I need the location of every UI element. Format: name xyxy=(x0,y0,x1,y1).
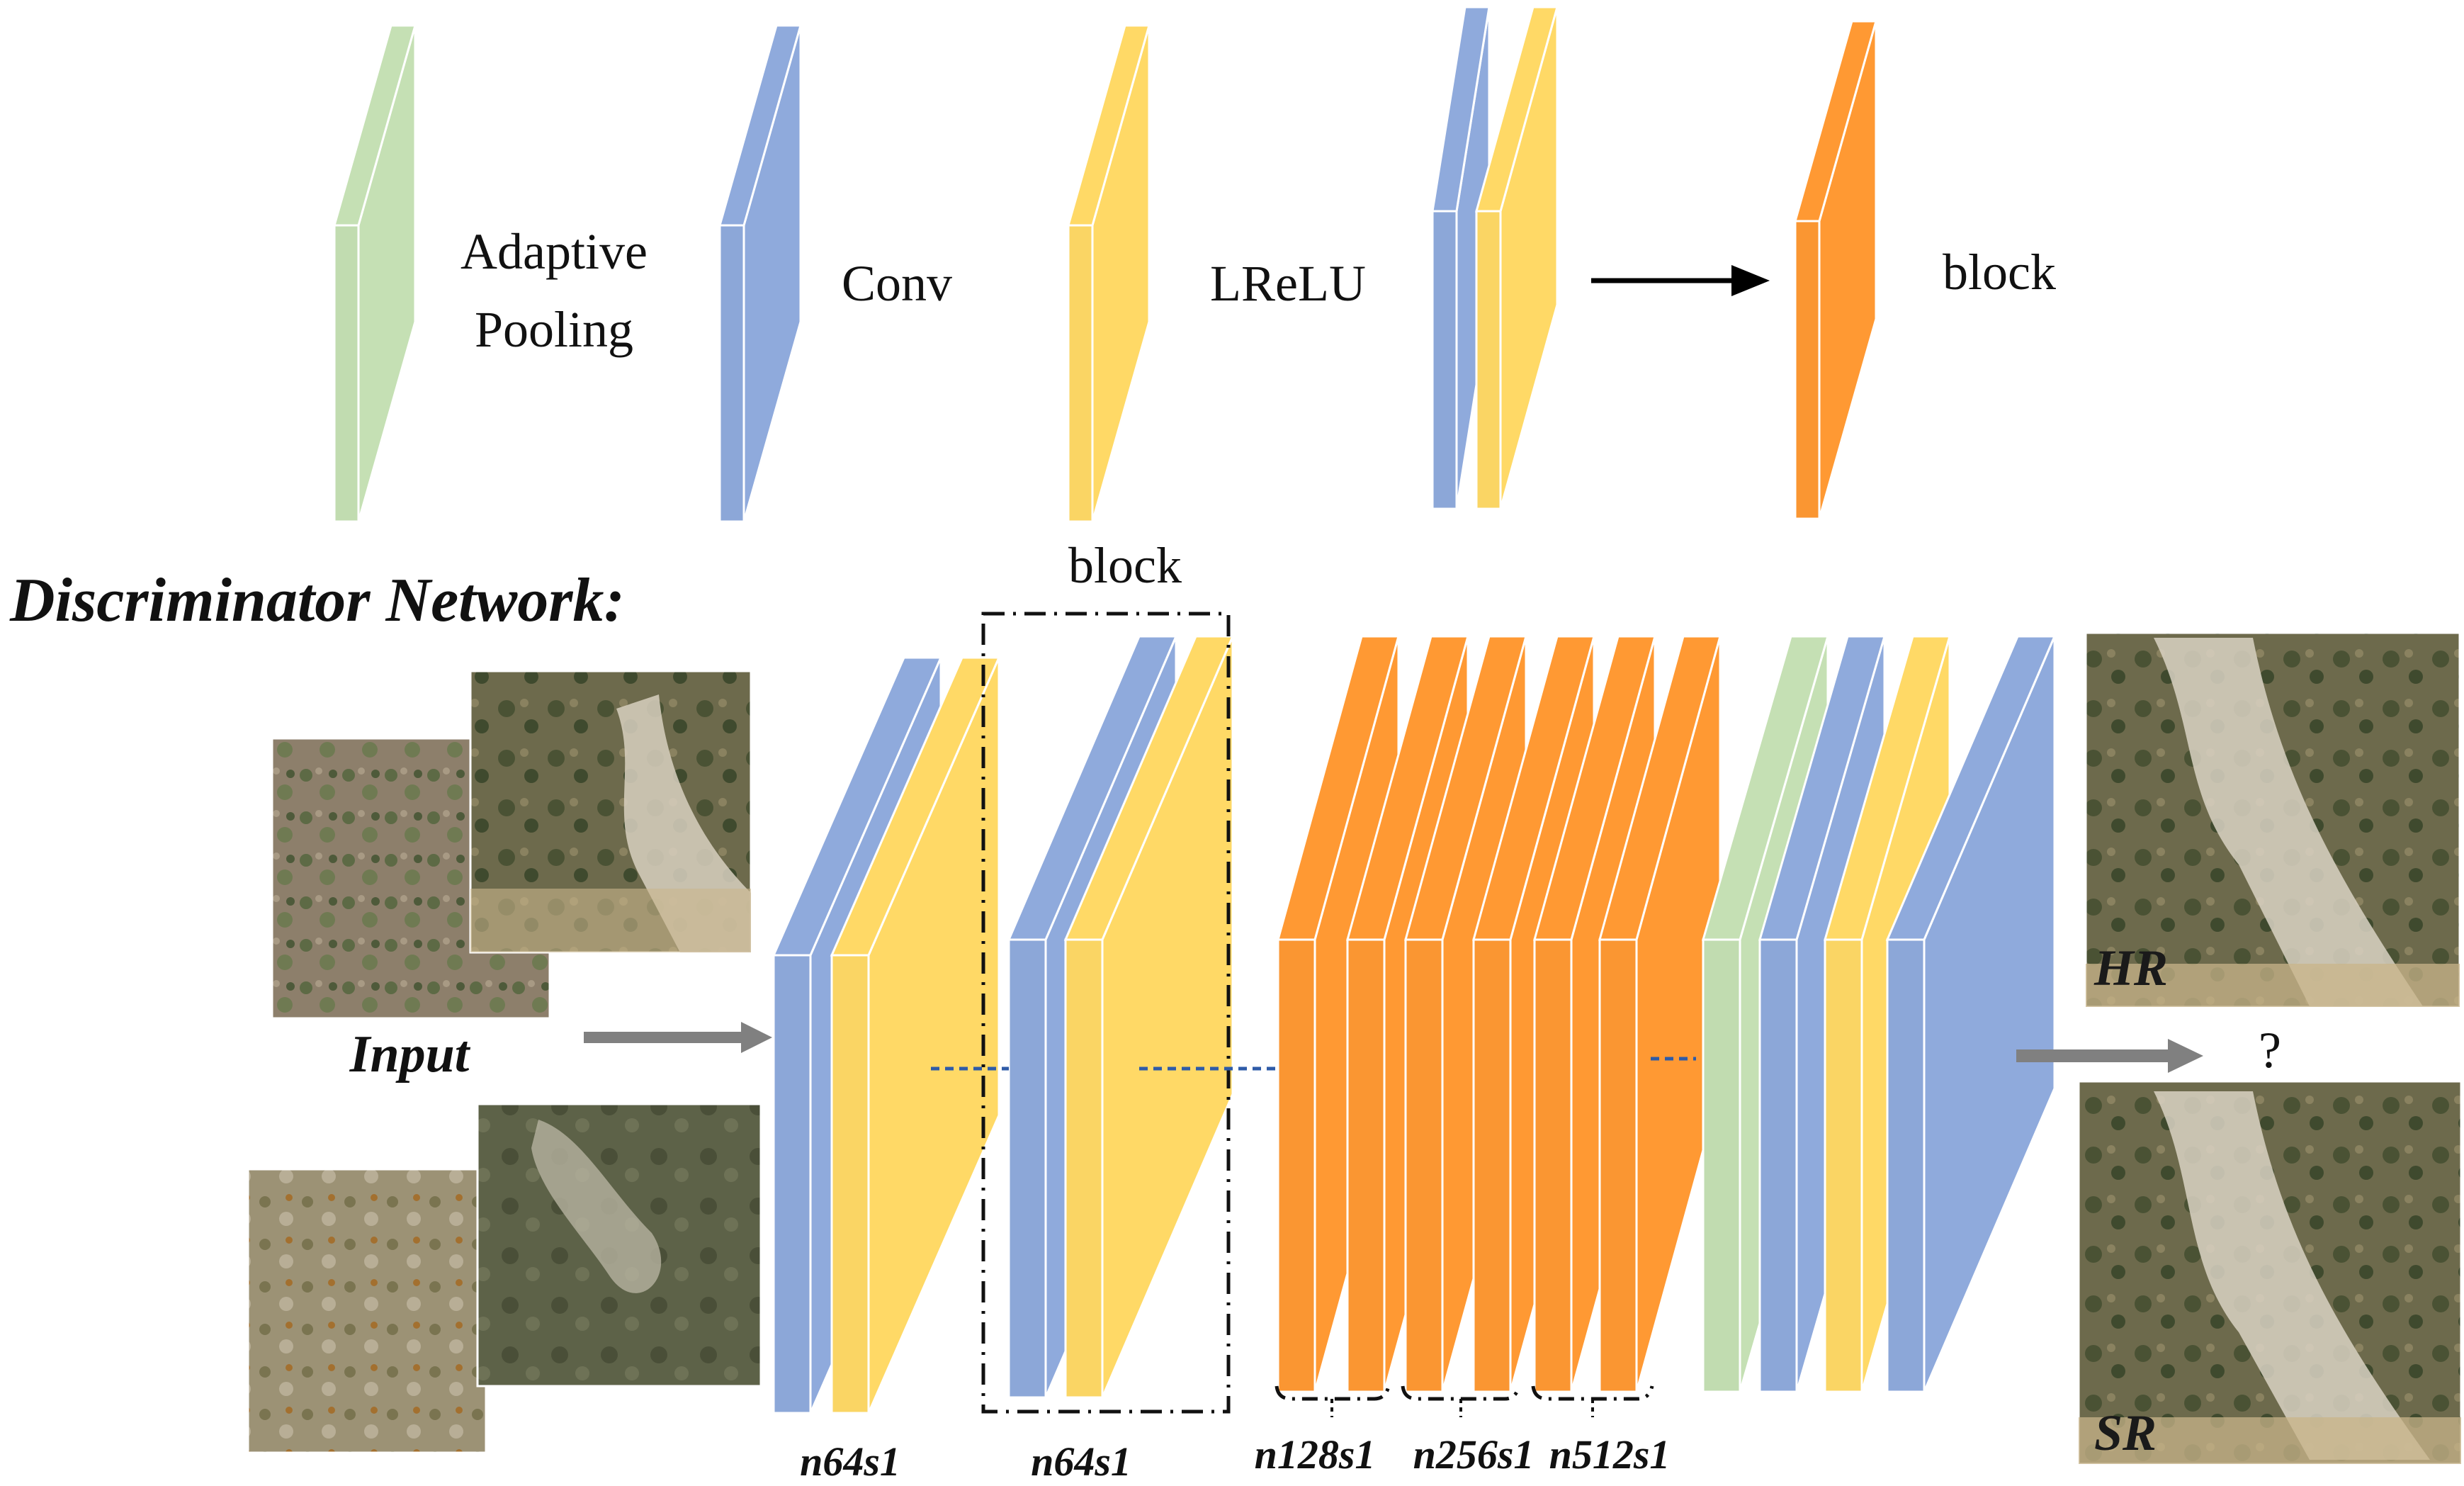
network-layers xyxy=(772,635,2057,1414)
legend-adaptive-pooling-label-line1: Adaptive xyxy=(460,223,648,280)
layer-block-6 xyxy=(1598,635,1722,1393)
dotted-connectors xyxy=(931,1057,1696,1071)
layer-conv-4 xyxy=(1885,635,2057,1393)
legend-adaptive-pooling-slab xyxy=(333,24,417,523)
layer-tag-1: n64s1 xyxy=(800,1439,900,1482)
layer-tag-2: n64s1 xyxy=(1031,1439,1131,1482)
legend-conv-label: Conv xyxy=(842,255,952,312)
legend-block-conv-slab xyxy=(1431,6,1491,510)
layer-tag-4: n256s1 xyxy=(1413,1431,1535,1477)
layer-lrelu-2 xyxy=(1063,635,1235,1399)
legend-conv-slab xyxy=(718,24,802,523)
block-bracket xyxy=(981,612,1231,1414)
legend-adaptive-pooling-label-line2: Pooling xyxy=(475,301,633,358)
layer-lrelu-1 xyxy=(830,656,1001,1414)
legend xyxy=(333,6,1877,523)
arrow-right-icon xyxy=(2016,1039,2203,1073)
arrow-right-icon xyxy=(1591,265,1770,296)
layer-tag-5: n512s1 xyxy=(1549,1431,1671,1477)
sr-label: SR xyxy=(2094,1405,2157,1461)
hr-label: HR xyxy=(2093,940,2168,996)
legend-block-label: block xyxy=(1943,244,2056,300)
legend-lrelu-slab xyxy=(1067,24,1151,523)
input-images xyxy=(247,670,762,1454)
layer-tag-3: n128s1 xyxy=(1255,1431,1376,1477)
network-title: Discriminator Network: xyxy=(9,566,625,635)
legend-lrelu-label: LReLU xyxy=(1210,255,1366,312)
input-image-3 xyxy=(247,1168,487,1454)
legend-block-slab xyxy=(1794,20,1877,520)
arrow-right-icon xyxy=(584,1022,772,1053)
input-label: Input xyxy=(349,1025,471,1083)
block-label: block xyxy=(1068,537,1182,594)
question-mark: ? xyxy=(2259,1022,2281,1079)
legend-block-lrelu-slab xyxy=(1475,6,1559,510)
group-brackets xyxy=(1275,1385,1654,1417)
